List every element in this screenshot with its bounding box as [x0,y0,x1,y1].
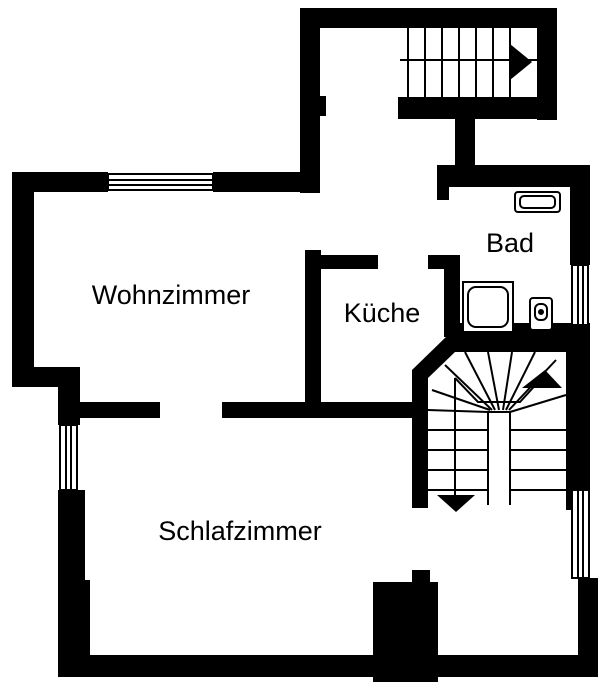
wall-bottom [58,655,598,677]
stair-up-arrow-icon [522,370,562,388]
wall-bath-top-notch [437,172,449,200]
wall-kitchen-top-left [305,255,378,269]
wall-living-bottom-left-down [58,367,80,425]
walls [12,8,598,682]
window-bed-left [59,424,78,491]
wall-bath-top [437,165,590,187]
wall-stair-right [566,335,580,510]
window-living-top [107,173,214,191]
room-label-bad: Bad [486,228,534,258]
bath-sink-icon [514,191,561,213]
windows [59,173,590,579]
wall-annex-top [300,8,540,28]
wall-living-top-left [12,172,108,192]
wall-chimney [373,582,438,682]
shower-tray-icon [462,281,514,333]
wall-kitchen-left [305,250,321,415]
wall-kitchen-right [444,255,460,337]
fixtures [462,191,561,333]
room-label-kueche: Küche [344,298,421,328]
toilet-icon [529,297,553,331]
wall-living-left [12,172,34,387]
wall-living-top-right [213,172,320,192]
stair-top-arrow-icon [510,44,532,80]
wall-chimney-top [412,570,430,590]
room-label-schlafzimmer: Schlafzimmer [158,516,322,546]
wall-right-bath [570,165,590,265]
wall-annex-stub [455,117,475,167]
stair-down-arrow-icon [437,495,475,512]
wall-right-lower [578,578,598,677]
room-label-wohnzimmer: Wohnzimmer [92,280,251,310]
wall-annex-bottom [398,97,556,119]
stair-main [427,351,567,505]
window-bath-right [571,264,589,326]
window-bed-right [571,489,590,579]
wall-annex-left [300,8,320,193]
wall-partition-left [80,402,160,418]
wall-annex-right [537,8,557,120]
wall-annex-left-notch [318,96,326,116]
